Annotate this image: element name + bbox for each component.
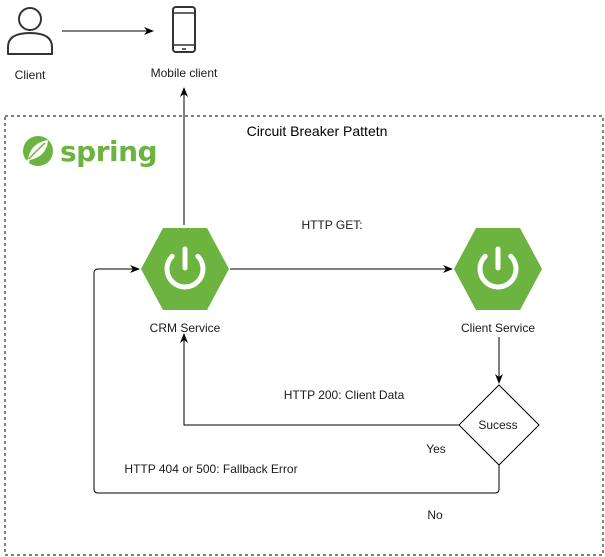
yes-label: Yes [426, 442, 446, 456]
client-person-icon [7, 7, 53, 55]
success-return-arrow [180, 333, 459, 426]
http-get-label: HTTP GET: [301, 218, 362, 232]
spring-logo: spring [23, 135, 158, 168]
client-label: Client [15, 68, 46, 82]
client-service-node [454, 228, 542, 310]
no-label: No [427, 508, 443, 522]
mobile-client-label: Mobile client [151, 66, 218, 80]
success-decision-diamond [458, 384, 540, 466]
fallback-return-arrow [93, 265, 500, 494]
power-icon [164, 246, 206, 290]
spring-leaf-icon [23, 136, 53, 166]
http-200-label: HTTP 200: Client Data [284, 388, 405, 402]
mobile-phone-icon [172, 6, 196, 53]
fallback-error-label: HTTP 404 or 500: Fallback Error [124, 462, 297, 476]
spring-logo-text: spring [60, 135, 157, 168]
diagram-title: Circuit Breaker Pattetn [247, 123, 388, 139]
crm-service-label: CRM Service [150, 321, 221, 335]
crm-service-node [141, 228, 229, 310]
client-service-label: Client Service [461, 321, 535, 335]
power-icon [477, 246, 519, 290]
decision-label: Sucess [478, 418, 517, 432]
spring-boundary-frame [4, 115, 604, 556]
